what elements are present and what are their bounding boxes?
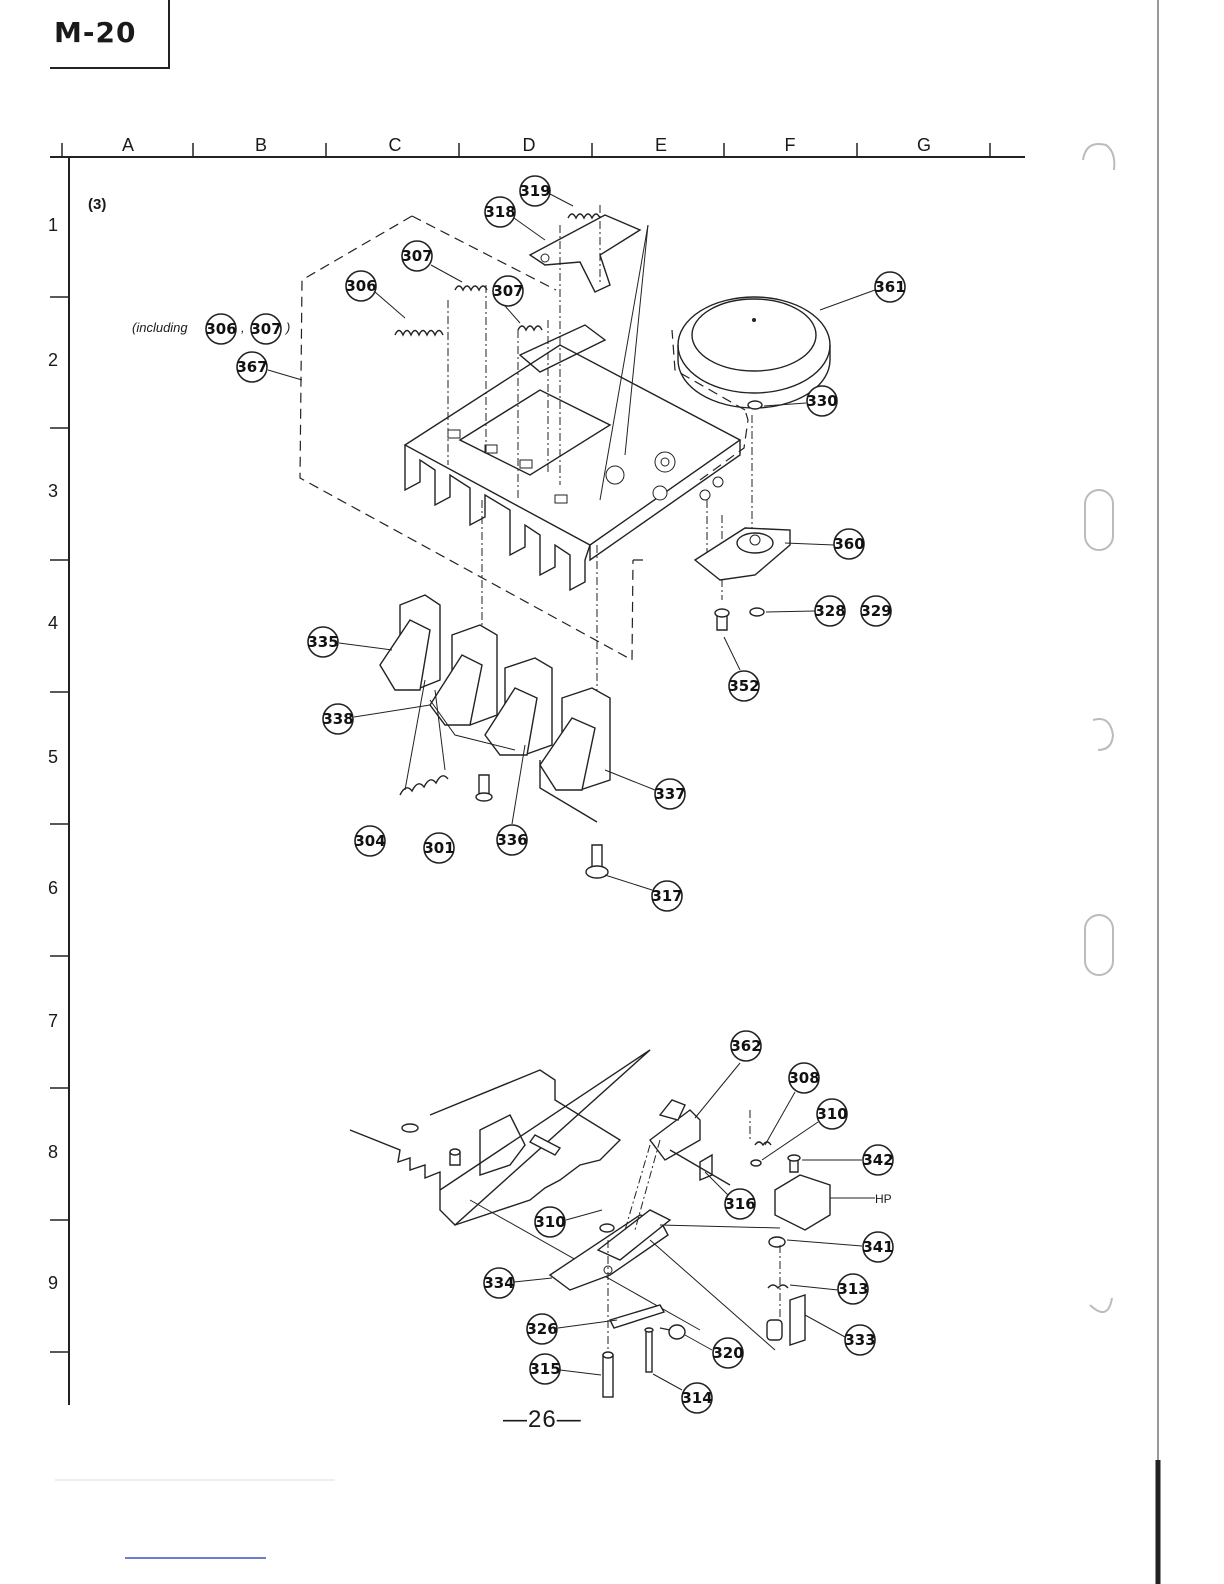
svg-text:328: 328 (814, 602, 845, 620)
svg-text:336: 336 (496, 831, 527, 849)
svg-text:307: 307 (401, 247, 432, 265)
binder-holes (1083, 0, 1158, 1584)
svg-text:308: 308 (788, 1069, 819, 1087)
svg-text:334: 334 (483, 1274, 514, 1292)
svg-text:310: 310 (534, 1213, 565, 1231)
including-part-callout: 306 (205, 314, 236, 344)
svg-text:307: 307 (250, 320, 281, 338)
svg-text:320: 320 (712, 1344, 743, 1362)
callout: 335 (307, 627, 338, 657)
callout: 367 (236, 352, 267, 382)
svg-text:318: 318 (484, 203, 515, 221)
pin-314 (645, 1328, 653, 1372)
callout: 319 (519, 176, 550, 206)
callout: 330 (806, 386, 837, 416)
callout: 307 (401, 241, 432, 271)
svg-text:333: 333 (844, 1331, 875, 1349)
springs-upper (395, 214, 600, 335)
svg-text:304: 304 (354, 832, 385, 850)
bracket-360 (695, 528, 790, 580)
callout: 316 (724, 1189, 755, 1219)
svg-text:335: 335 (307, 633, 338, 651)
svg-text:306: 306 (345, 277, 376, 295)
callout: 334 (483, 1268, 514, 1298)
arm-362 (650, 1100, 730, 1185)
svg-text:362: 362 (730, 1037, 761, 1055)
callout: 313 (837, 1274, 868, 1304)
callout: 352 (728, 671, 759, 701)
svg-text:319: 319 (519, 182, 550, 200)
svg-text:315: 315 (529, 1360, 560, 1378)
callout: 342 (862, 1145, 893, 1175)
block-333 (767, 1295, 805, 1345)
screw-352 (715, 609, 729, 630)
washer-341 (769, 1237, 785, 1247)
callout: 307 (492, 276, 523, 306)
callout: 301 (423, 833, 454, 863)
shaft-315 (603, 1352, 613, 1397)
callout: 306 (345, 271, 376, 301)
callout: 329 (860, 596, 891, 626)
callout: 333 (844, 1325, 875, 1355)
svg-text:301: 301 (423, 839, 454, 857)
callout: 336 (496, 825, 527, 855)
svg-text:314: 314 (681, 1389, 712, 1407)
lower-chassis (350, 1050, 700, 1330)
callout: 361 (874, 272, 905, 302)
svg-text:330: 330 (806, 392, 837, 410)
washer-310 (751, 1160, 761, 1166)
callout: 337 (654, 779, 685, 809)
switch-hp (775, 1175, 875, 1230)
callout: 326 (526, 1314, 557, 1344)
screw-342 (788, 1155, 800, 1172)
callout: 360 (833, 529, 864, 559)
svg-text:316: 316 (724, 1195, 755, 1213)
washer-330 (748, 401, 762, 409)
callout: 362 (730, 1031, 761, 1061)
including-part-callout: 307 (250, 314, 281, 344)
callout: 328 (814, 596, 845, 626)
screw-301 (476, 775, 492, 801)
callout: 304 (354, 826, 385, 856)
svg-text:326: 326 (526, 1320, 557, 1338)
lever-318 (530, 215, 640, 292)
svg-text:341: 341 (862, 1238, 893, 1256)
callout: 310 (534, 1207, 565, 1237)
callout: 318 (484, 197, 515, 227)
svg-text:317: 317 (651, 887, 682, 905)
svg-text:367: 367 (236, 358, 267, 376)
svg-text:306: 306 (205, 320, 236, 338)
screw-317 (586, 845, 608, 878)
callout: 314 (681, 1383, 712, 1413)
callout: 320 (712, 1338, 743, 1368)
spring-308 (755, 1142, 771, 1145)
washer-328 (750, 608, 764, 616)
svg-text:310: 310 (816, 1105, 847, 1123)
svg-text:342: 342 (862, 1151, 893, 1169)
svg-text:337: 337 (654, 785, 685, 803)
callout: 315 (529, 1354, 560, 1384)
link-326 (610, 1305, 664, 1328)
svg-text:307: 307 (492, 282, 523, 300)
callout: 341 (862, 1232, 893, 1262)
svg-text:360: 360 (833, 535, 864, 553)
svg-text:361: 361 (874, 278, 905, 296)
knob-320 (660, 1325, 685, 1339)
callout: 338 (322, 704, 353, 734)
svg-text:338: 338 (322, 710, 353, 728)
svg-text:352: 352 (728, 677, 759, 695)
callout: 310 (816, 1099, 847, 1129)
callout: 317 (651, 881, 682, 911)
svg-text:313: 313 (837, 1280, 868, 1298)
callout: 308 (788, 1063, 819, 1093)
svg-text:329: 329 (860, 602, 891, 620)
spring-313 (768, 1285, 788, 1288)
